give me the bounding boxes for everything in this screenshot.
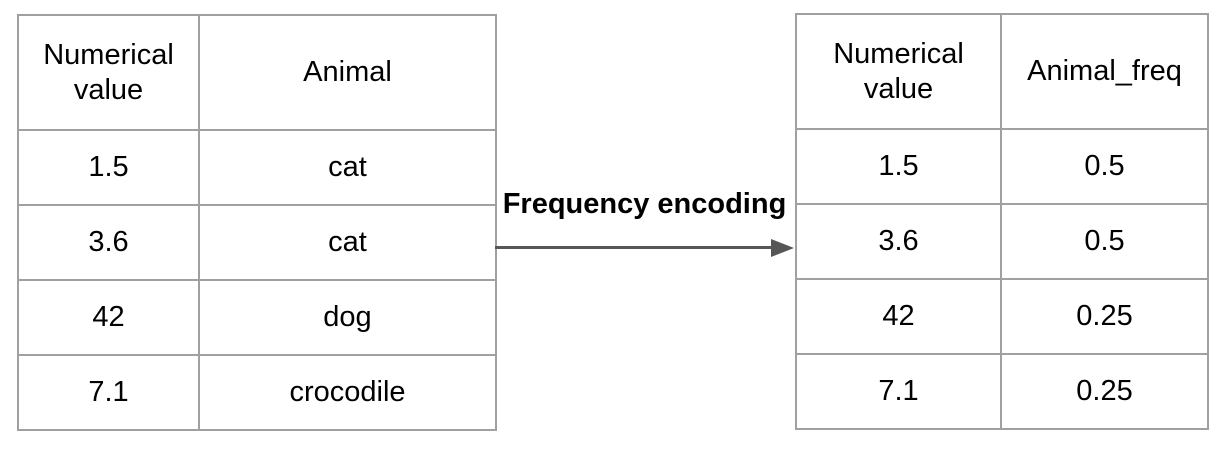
arrow-head-icon [771, 239, 794, 257]
table-header-row: Numerical value Animal [17, 14, 497, 131]
numerical-value-cell: 42 [795, 278, 1002, 355]
numerical-value-cell: 3.6 [17, 204, 200, 281]
numerical-value-cell: 1.5 [795, 128, 1002, 205]
table-row: 7.1 crocodile [17, 354, 497, 431]
table-row: 42 dog [17, 279, 497, 356]
table-header-row: Numerical value Animal_freq [795, 13, 1209, 130]
animal-freq-column-header: Animal_freq [1000, 13, 1209, 130]
numerical-value-cell: 7.1 [17, 354, 200, 431]
numerical-value-column-header: Numerical value [17, 14, 200, 131]
table-row: 42 0.25 [795, 278, 1209, 355]
animal-cell: cat [198, 204, 497, 281]
numerical-value-cell: 7.1 [795, 353, 1002, 430]
table-row: 7.1 0.25 [795, 353, 1209, 430]
table-row: 1.5 cat [17, 129, 497, 206]
animal-cell: cat [198, 129, 497, 206]
animal-column-header: Animal [198, 14, 497, 131]
numerical-value-cell: 1.5 [17, 129, 200, 206]
table-row: 3.6 0.5 [795, 203, 1209, 280]
animal-cell: crocodile [198, 354, 497, 431]
animal-freq-cell: 0.25 [1000, 278, 1209, 355]
frequency-encoding-label: Frequency encoding [502, 188, 787, 220]
encoded-data-table: Numerical value Animal_freq 1.5 0.5 3.6 … [795, 13, 1209, 430]
numerical-value-cell: 42 [17, 279, 200, 356]
table-row: 1.5 0.5 [795, 128, 1209, 205]
original-data-table: Numerical value Animal 1.5 cat 3.6 cat 4… [17, 14, 497, 431]
arrow-line [495, 246, 773, 249]
numerical-value-column-header: Numerical value [795, 13, 1002, 130]
animal-freq-cell: 0.5 [1000, 203, 1209, 280]
animal-cell: dog [198, 279, 497, 356]
animal-freq-cell: 0.5 [1000, 128, 1209, 205]
table-row: 3.6 cat [17, 204, 497, 281]
numerical-value-cell: 3.6 [795, 203, 1002, 280]
animal-freq-cell: 0.25 [1000, 353, 1209, 430]
